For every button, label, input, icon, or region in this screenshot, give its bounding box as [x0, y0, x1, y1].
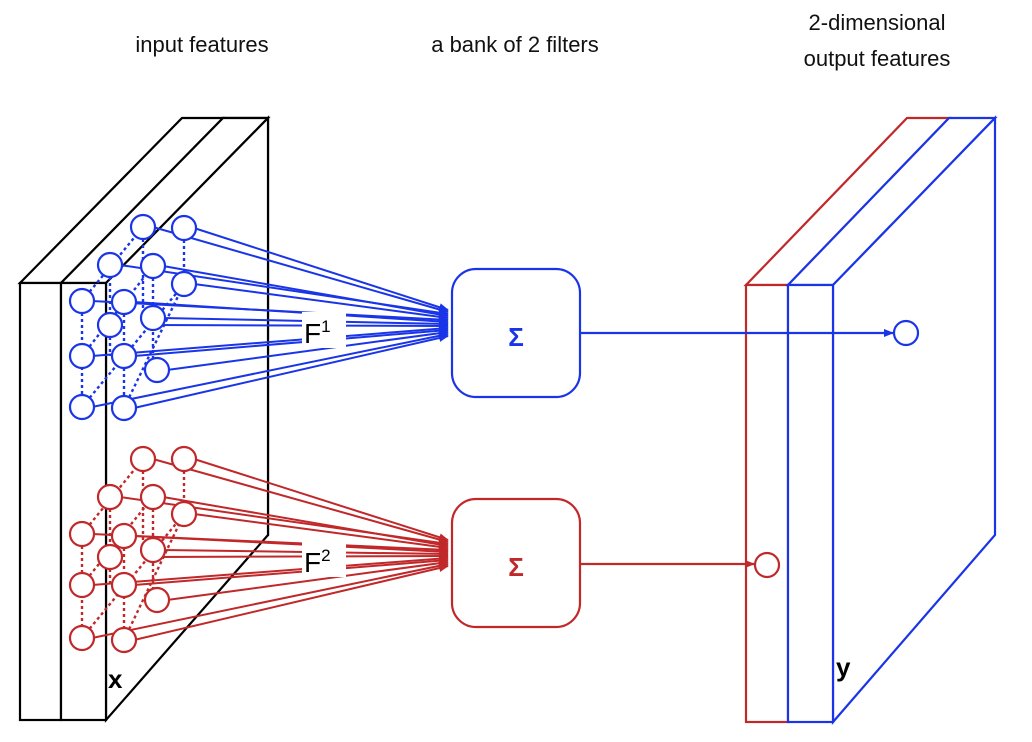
- filter-2-neuron: [110, 571, 138, 599]
- filter-2-neuron: [139, 536, 167, 564]
- filter-2-neuron: [129, 445, 157, 473]
- filter-1-neuron: [170, 270, 198, 298]
- filter-1-group: F1 Σ: [68, 213, 920, 422]
- filter-2-connection-arrows: [91, 458, 449, 641]
- input-volume-label: x: [108, 664, 123, 694]
- filter-1-neuron: [96, 311, 124, 339]
- filter-2-neuron: [68, 624, 96, 652]
- filter-1-neuron: [96, 251, 124, 279]
- filter-2-neuron: [68, 571, 96, 599]
- filter-2-group: F2 Σ: [68, 445, 781, 654]
- filter-1-neurons: [68, 213, 198, 422]
- filter-2-neuron: [96, 483, 124, 511]
- output-slab-blue-front: [786, 283, 835, 724]
- filter-1-neuron: [68, 393, 96, 421]
- filter-2-neuron: [170, 445, 198, 473]
- heading-output-line2: output features: [804, 46, 951, 71]
- heading-filter-bank: a bank of 2 filters: [431, 32, 599, 57]
- filter-2-neuron: [110, 626, 138, 654]
- filter-2-label: F2: [304, 546, 331, 578]
- filter-1-neuron: [110, 342, 138, 370]
- filter-1-neuron: [170, 214, 198, 242]
- output-volume-label: y: [836, 652, 851, 682]
- filter-2-neuron: [96, 543, 124, 571]
- filter-1-neuron: [110, 394, 138, 422]
- filter-1-neuron: [68, 342, 96, 370]
- heading-input-features: input features: [135, 32, 268, 57]
- filter-1-neuron: [68, 287, 96, 315]
- filter-2-label-background: [302, 541, 346, 577]
- filter-2-neuron: [110, 522, 138, 550]
- filter-2-sum-symbol: Σ: [508, 552, 524, 582]
- filter-1-neuron: [139, 252, 167, 280]
- output-slab-red-front: [744, 283, 790, 724]
- filter-2-neuron: [143, 586, 171, 614]
- output-volume: [743, 115, 998, 725]
- filter-1-connection-arrows: [91, 226, 449, 409]
- filter-2-output-neuron: [753, 551, 781, 579]
- input-volume: [17, 115, 271, 723]
- filter-1-neuron: [139, 304, 167, 332]
- filter-2-neuron: [68, 520, 96, 548]
- filter-2-neuron: [139, 483, 167, 511]
- heading-output-line1: 2-dimensional: [809, 10, 946, 35]
- filter-1-label-background: [302, 312, 346, 348]
- filter-1-output-neuron: [892, 319, 920, 347]
- filter-2-neurons: [68, 445, 198, 654]
- filter-1-neuron: [129, 213, 157, 241]
- filter-1-label: F1: [304, 317, 331, 349]
- filter-2-neuron: [170, 500, 198, 528]
- input-slab-front: [18, 281, 63, 722]
- filter-1-sum-symbol: Σ: [508, 322, 524, 352]
- filter-1-neuron: [110, 288, 138, 316]
- filter-1-neuron: [143, 356, 171, 384]
